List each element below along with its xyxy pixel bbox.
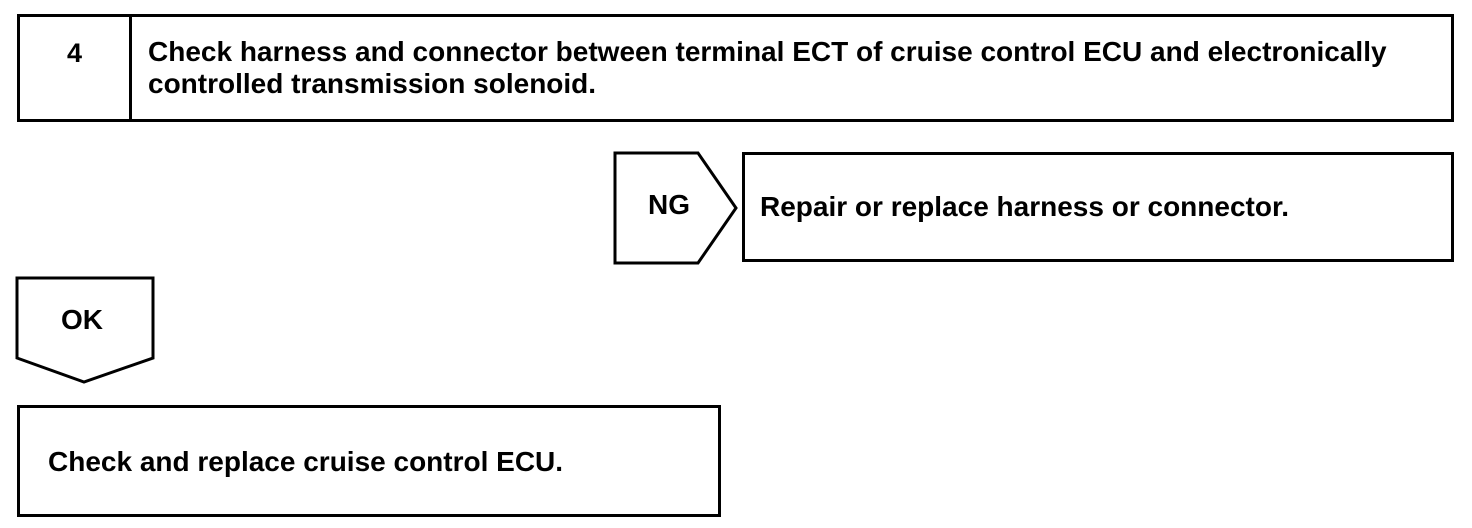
ng-result-box: Repair or replace harness or connector. <box>742 152 1454 262</box>
ng-result-text: Repair or replace harness or connector. <box>760 191 1290 222</box>
ok-result-box: Check and replace cruise control ECU. <box>17 405 721 517</box>
ok-result-text: Check and replace cruise control ECU. <box>48 446 564 477</box>
ng-label: NG <box>648 189 690 220</box>
step-box: 4 Check harness and connector between te… <box>17 14 1454 122</box>
step-number: 4 <box>66 38 83 68</box>
step-title: Check harness and connector between term… <box>148 36 1387 99</box>
ok-label: OK <box>61 304 103 335</box>
step-number-cell: 4 <box>20 17 132 119</box>
